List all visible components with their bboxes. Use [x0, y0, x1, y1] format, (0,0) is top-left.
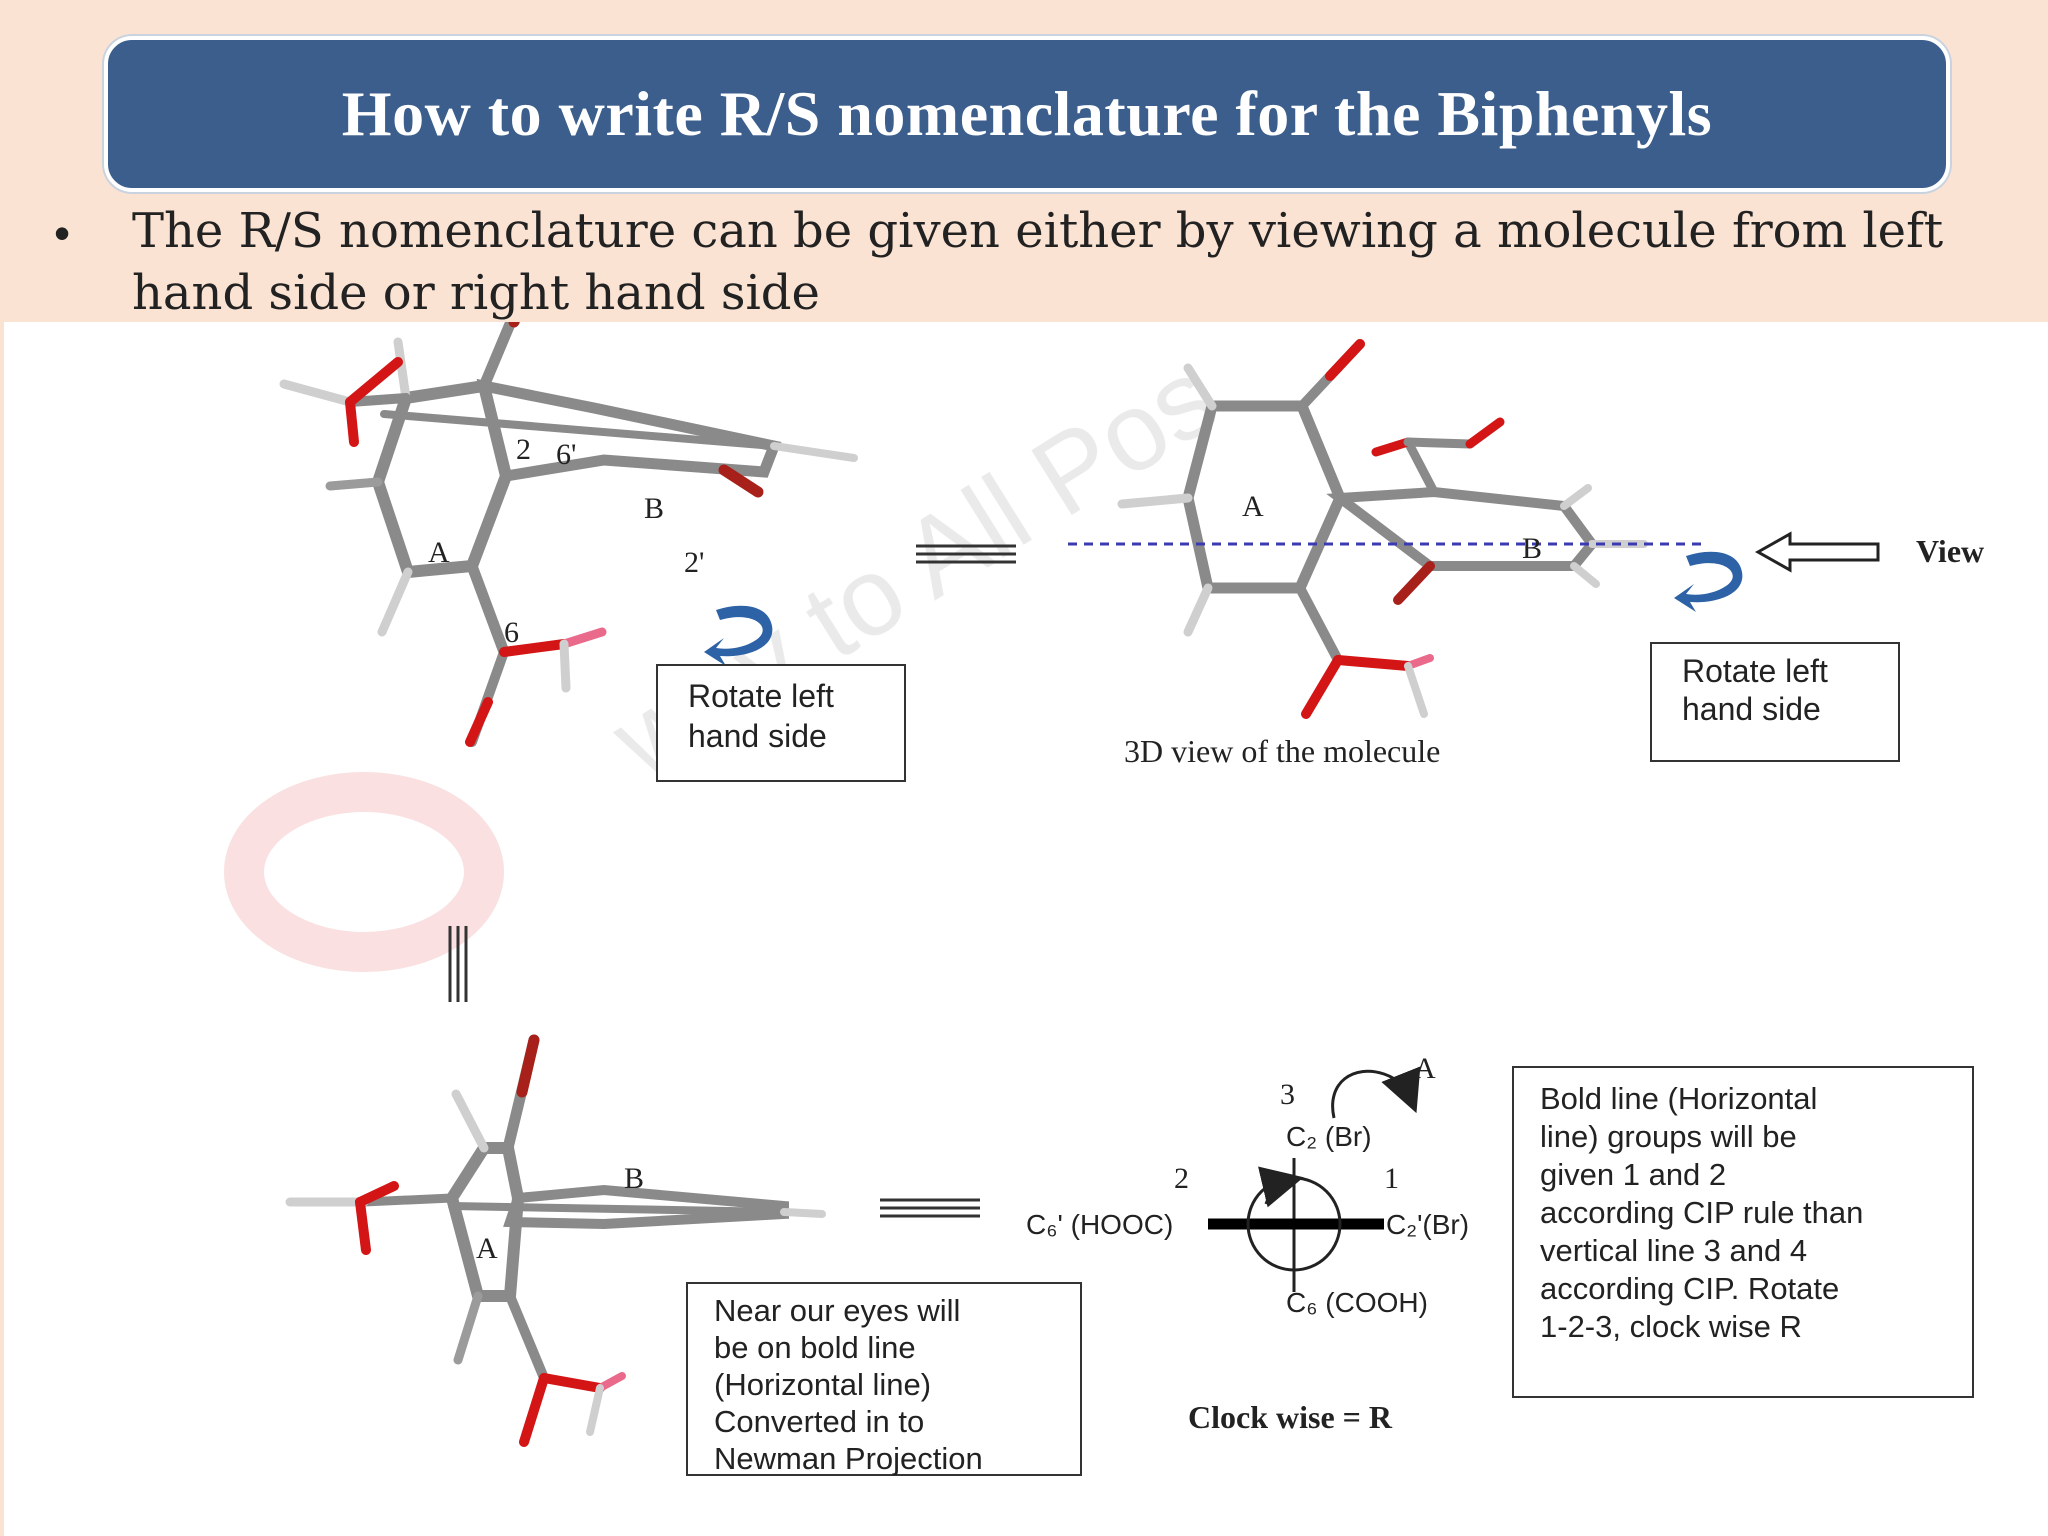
figure-panel: way to All Pos [4, 322, 2048, 1536]
near-eyes-line-3: (Horizontal line) [714, 1367, 932, 1402]
equivalence-sign-vertical [448, 926, 468, 1002]
label-ring-b-3d: B [1522, 532, 1542, 565]
newman-top-sub: C₂ (Br) [1286, 1121, 1372, 1152]
newman-left-sub: C₆' (HOOC) [1026, 1209, 1173, 1240]
near-eyes-line-5: Newman Projection [714, 1441, 983, 1476]
cip-rule-box: Bold line (Horizontal line) groups will … [1512, 1066, 1974, 1398]
label-2-prime: 2' [684, 546, 704, 579]
bullet-text: The R/S nomenclature can be given either… [132, 203, 1944, 321]
bullet-marker: • [54, 207, 71, 259]
ring-b-top [476, 378, 782, 483]
newman-num-3: 3 [1280, 1078, 1295, 1111]
newman-projection [1208, 1066, 1421, 1292]
cip-line-3: given 1 and 2 [1540, 1157, 1727, 1192]
rotation-arrow-icon [1331, 1066, 1421, 1119]
label-ring-b-bottom: B [624, 1162, 644, 1195]
molecule-top-left [279, 322, 858, 747]
label-2: 2 [516, 433, 531, 466]
equivalence-sign-top [916, 544, 1016, 564]
label-6: 6 [504, 616, 519, 649]
label-ring-b-top: B [644, 492, 664, 525]
figure-drawing: way to All Pos [224, 322, 1984, 1447]
rotate-box-1-line2: hand side [688, 718, 827, 754]
equivalence-sign-bottom [880, 1198, 980, 1218]
rotate-box-2-line1: Rotate left [1682, 653, 1828, 689]
rotate-arrow-icon-2 [1674, 551, 1743, 612]
rotate-box-2-line2: hand side [1682, 691, 1821, 727]
newman-bottom-sub: C₆ (COOH) [1286, 1287, 1428, 1318]
cip-line-4: according CIP rule than [1540, 1195, 1864, 1230]
cip-line-1: Bold line (Horizontal [1540, 1081, 1818, 1116]
molecule-3d [1117, 339, 1648, 719]
molecule-bottom [285, 1034, 826, 1447]
view-arrow-icon [1754, 531, 1880, 573]
newman-a-label: A [1414, 1052, 1436, 1085]
newman-num-2: 2 [1174, 1162, 1189, 1195]
rotate-arrow-icon-1 [704, 605, 773, 666]
title-bar: How to write R/S nomenclature for the Bi… [104, 36, 1950, 192]
near-eyes-line-4: Converted in to [714, 1404, 925, 1439]
label-ring-a-top: A [428, 536, 450, 569]
caption-3d-view: 3D view of the molecule [1124, 733, 1440, 769]
rotate-box-2: Rotate left hand side [1650, 642, 1900, 762]
newman-right-sub: C₂'(Br) [1386, 1209, 1469, 1240]
rotate-box-1-line1: Rotate left [688, 678, 834, 714]
label-ring-a-3d: A [1242, 490, 1264, 523]
rotate-box-1: Rotate left hand side [656, 664, 906, 782]
newman-result: Clock wise = R [1188, 1399, 1393, 1435]
near-eyes-box: Near our eyes will be on bold line (Hori… [686, 1282, 1082, 1476]
cip-line-6: according CIP. Rotate [1540, 1271, 1840, 1306]
cip-line-7: 1-2-3, clock wise R [1540, 1309, 1802, 1344]
slide-title: How to write R/S nomenclature for the Bi… [341, 78, 1713, 149]
view-label: View [1916, 533, 1984, 569]
cip-line-5: vertical line 3 and 4 [1540, 1233, 1808, 1268]
label-6-prime: 6' [556, 438, 576, 471]
near-eyes-line-2: be on bold line [714, 1330, 916, 1365]
label-ring-a-bottom: A [476, 1232, 498, 1265]
cip-line-2: line) groups will be [1540, 1119, 1797, 1154]
newman-num-1: 1 [1384, 1162, 1399, 1195]
near-eyes-line-1: Near our eyes will [714, 1293, 961, 1328]
